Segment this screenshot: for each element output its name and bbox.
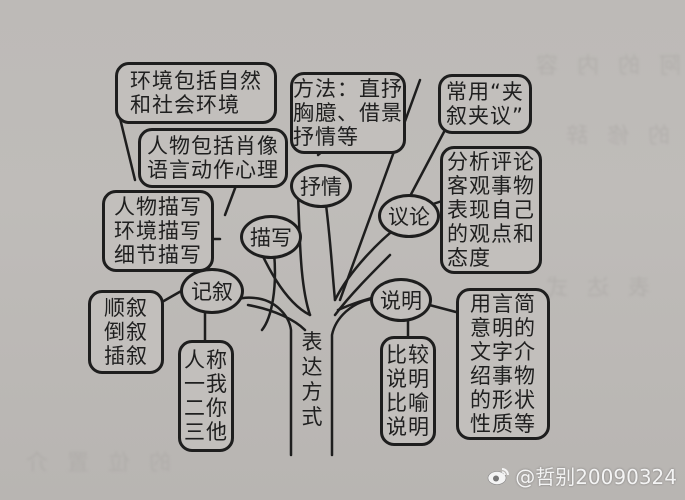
node-exposition: 说明 bbox=[370, 278, 432, 322]
description-types-box: 人物描写 环境描写 细节描写 bbox=[102, 190, 214, 272]
lyric-methods-text: 方法：直抒 胸臆、借景 抒情等 bbox=[293, 77, 403, 149]
node-description: 描写 bbox=[240, 215, 302, 259]
argument-mixed-text: 常用“夹 叙夹议” bbox=[446, 80, 524, 128]
character-text: 人物包括肖像 语言动作心理 bbox=[147, 134, 279, 182]
environment-box: 环境包括自然 和社会环境 bbox=[115, 62, 277, 124]
watermark: @哲别20090324 bbox=[487, 461, 677, 490]
argument-mixed-box: 常用“夹 叙夹议” bbox=[438, 74, 532, 134]
lyric-methods-box: 方法：直抒 胸臆、借景 抒情等 bbox=[290, 72, 406, 154]
node-narration-label: 记叙 bbox=[191, 280, 233, 304]
environment-text: 环境包括自然 和社会环境 bbox=[130, 69, 262, 117]
exposition-definition-box: 用言简 意明的 文字介 绍事物 的形状 性质等 bbox=[456, 288, 550, 440]
character-box: 人物包括肖像 语言动作心理 bbox=[138, 128, 288, 188]
weibo-icon bbox=[487, 466, 511, 486]
watermark-text: @哲别20090324 bbox=[515, 465, 677, 489]
exposition-definition-text: 用言简 意明的 文字介 绍事物 的形状 性质等 bbox=[470, 292, 536, 436]
narration-person-text: 人称 一我 二你 三他 bbox=[184, 348, 228, 444]
description-types-text: 人物描写 环境描写 细节描写 bbox=[114, 195, 202, 267]
exposition-methods-text: 比较 说明 比喻 说明 bbox=[386, 343, 430, 439]
argument-analysis-box: 分析评论 客观事物 表现自己 的观点和 态度 bbox=[440, 146, 542, 274]
node-argument-label: 议论 bbox=[388, 205, 430, 229]
node-narration: 记叙 bbox=[180, 268, 244, 314]
node-description-label: 描写 bbox=[250, 226, 292, 250]
narration-person-box: 人称 一我 二你 三他 bbox=[178, 340, 234, 452]
narration-order-text: 顺叙 倒叙 插叙 bbox=[104, 296, 148, 368]
node-argument: 议论 bbox=[378, 194, 440, 238]
root-label: 表 达 方 式 bbox=[301, 330, 323, 429]
node-lyric: 抒情 bbox=[290, 164, 352, 208]
argument-analysis-text: 分析评论 客观事物 表现自己 的观点和 态度 bbox=[447, 150, 535, 270]
node-exposition-label: 说明 bbox=[380, 289, 422, 313]
narration-order-box: 顺叙 倒叙 插叙 bbox=[88, 290, 164, 374]
node-lyric-label: 抒情 bbox=[300, 175, 342, 199]
exposition-methods-box: 比较 说明 比喻 说明 bbox=[380, 336, 436, 446]
